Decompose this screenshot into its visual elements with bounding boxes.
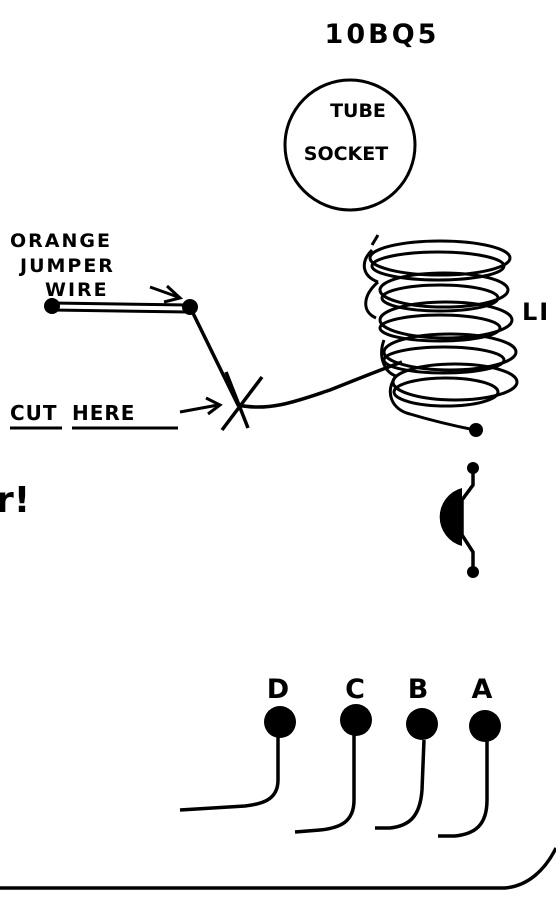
left-edge-fragment: r! [0, 480, 30, 521]
cut-mark-x [220, 371, 264, 432]
cut-arrow [179, 403, 219, 414]
tube-type-label: 10BQ5 [325, 19, 440, 50]
jumper-arrow-head [163, 284, 184, 304]
orange-jumper-wire [44, 298, 198, 315]
terminal-dot-d [264, 706, 296, 738]
cut-label-word2: HERE [72, 401, 135, 425]
cut-label-word1: CUT [10, 401, 58, 425]
jumper-label-line2: JUMPER [18, 255, 115, 277]
terminal-dot-a [469, 710, 501, 742]
terminal-dot-b [406, 708, 438, 740]
terminal-label-a: A [472, 674, 493, 705]
terminal-lead-c [294, 735, 356, 834]
coil-label: LI [522, 298, 550, 326]
jumper-end-dot-left [44, 298, 60, 314]
tube-socket-circle [283, 78, 417, 212]
terminal-label-d: D [267, 674, 289, 705]
terminal-lead-a [438, 740, 489, 838]
tube-socket-label-line1: TUBE [330, 100, 386, 122]
terminal-label-c: C [345, 674, 365, 705]
jumper-label-line1: ORANGE [10, 230, 112, 252]
terminal-label-b: B [408, 674, 429, 705]
tube-socket-label-line2: SOCKET [304, 143, 388, 165]
terminal-lead-d [179, 735, 280, 812]
terminal-dot-c [340, 704, 372, 736]
panel-border-bottom [0, 847, 556, 890]
terminal-lead-b [375, 739, 426, 830]
coil-end-dot [469, 423, 483, 437]
connecting-wire [188, 306, 403, 409]
jumper-arrow [149, 285, 179, 299]
jumper-label-line3: WIRE [45, 279, 109, 301]
coil-l1 [362, 234, 519, 432]
cut-arrow-head [205, 396, 223, 416]
half-disc-component [439, 462, 479, 578]
